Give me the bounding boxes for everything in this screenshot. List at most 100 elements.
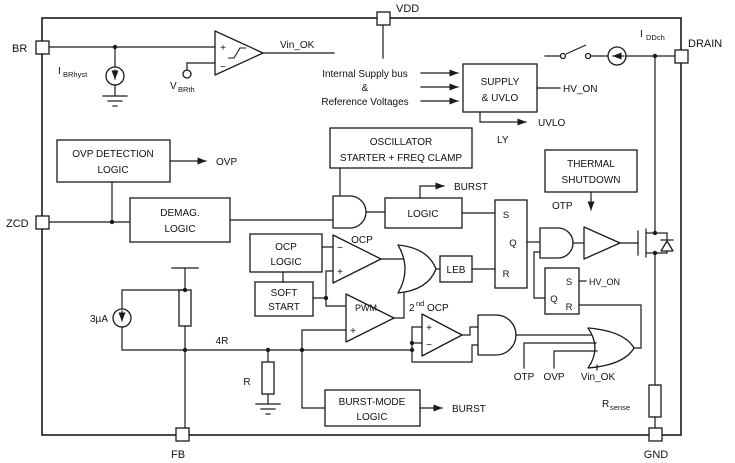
pin-zcd: [35, 215, 50, 230]
ocp-comp-minus: −: [337, 243, 343, 254]
hv-latch-block: [544, 267, 580, 315]
vbrth-label: V: [170, 81, 177, 92]
pin-drain: [674, 49, 689, 64]
ocp-logic-line1: OCP: [275, 242, 297, 253]
driver-section: S Q R HV_ON: [533, 226, 642, 349]
supply-uvlo-block: [462, 63, 538, 113]
pwm-comparator: [345, 293, 395, 343]
supply-uvlo-line1: SUPPLY: [481, 77, 520, 88]
rsense-label: R: [602, 399, 609, 410]
pin-vdd: [376, 11, 391, 26]
divider-resistor: [178, 289, 192, 327]
drain-charge-circuit: I DDch: [544, 29, 676, 234]
pin-label-br: BR: [12, 43, 27, 55]
or-input-ovp-label: OVP: [543, 372, 564, 383]
burst-bottom-label: BURST: [452, 404, 486, 415]
iddch-sub: DDch: [646, 33, 665, 42]
pin-label-fb: FB: [171, 449, 185, 461]
br-comp-plus: +: [220, 43, 226, 54]
vbrth-node: [182, 69, 192, 79]
oscillator-section: OSCILLATOR STARTER + FREQ CLAMP: [329, 127, 473, 197]
pwm-comp-plus: +: [350, 326, 356, 337]
thermal-line1: THERMAL: [567, 159, 615, 170]
demag-line1: DEMAG.: [160, 208, 199, 219]
ocp-logic-line2: LOGIC: [270, 257, 301, 268]
gate-and-gate: [539, 227, 574, 259]
hv-on-supply-label: HV_ON: [563, 84, 597, 95]
ocp-label: OCP: [351, 235, 373, 246]
otp-label: OTP: [552, 201, 573, 212]
demag-block: [129, 197, 231, 243]
br-comparator-circuit: + − Vin_OK I BRhyst V BRth: [47, 30, 335, 107]
3ua-label: 3µA: [90, 314, 108, 325]
vin-ok-label: Vin_OK: [280, 40, 315, 51]
ibrhyst-label: I: [58, 66, 61, 77]
hv-latch-r: R: [566, 302, 573, 313]
fault-and-gate: [477, 314, 517, 356]
rsense-sub: sense: [610, 403, 630, 412]
reset-or-gate: [397, 244, 437, 294]
rsense-section: R sense: [602, 384, 662, 429]
supply-bus-text-2: &: [362, 83, 369, 94]
thermal-shutdown-block: [544, 149, 638, 193]
br-comparator: [214, 30, 264, 76]
r-resistor: [261, 361, 275, 395]
hv-on-latch-label: HV_ON: [589, 277, 620, 287]
junction-dots: [109, 44, 658, 353]
second-ocp-text: OCP: [427, 303, 449, 314]
rsense-resistor: [648, 384, 662, 418]
pin-gnd: [648, 427, 663, 442]
second-ocp-plus: +: [426, 323, 432, 334]
pwm-section: PWM +: [301, 278, 405, 351]
ocp-logic-block: [249, 233, 323, 273]
reset-or-leb: LEB: [397, 244, 496, 294]
or-input-otp-label: OTP: [514, 372, 535, 383]
second-ocp-sup: nd: [416, 299, 424, 308]
logic-section: LOGIC BURST: [332, 182, 496, 229]
thermal-line2: SHUTDOWN: [562, 175, 621, 186]
burst-mode-section: BURST-MODE LOGIC BURST: [324, 389, 486, 427]
supply-bus-text-3: Reference Voltages: [321, 97, 408, 108]
ocp-comp-plus: +: [337, 267, 343, 278]
uvlo-label: UVLO: [538, 118, 565, 129]
soft-start-block: [254, 281, 314, 317]
main-latch-r: R: [503, 269, 510, 280]
oscillator-line2: STARTER + FREQ CLAMP: [340, 153, 462, 164]
br-comp-minus: −: [220, 62, 226, 73]
4r-label: 4R: [216, 336, 229, 347]
ovp-line2: LOGIC: [97, 165, 128, 176]
fb-network: 3µA 4R R: [90, 267, 413, 429]
thermal-shutdown-section: THERMAL SHUTDOWN OTP: [544, 149, 638, 212]
demag-and-gate: [332, 195, 367, 229]
burst-top-label: BURST: [454, 182, 488, 193]
main-latch: S Q R: [494, 199, 541, 289]
ground-symbol: [255, 403, 281, 415]
ovp-section: OVP DETECTION LOGIC OVP: [56, 139, 237, 183]
logic-label: LOGIC: [407, 209, 438, 220]
ly-text-fragment: LY: [497, 135, 509, 146]
oscillator-line1: OSCILLATOR: [370, 137, 432, 148]
burst-mode-block: [324, 389, 421, 427]
or-input-vinok-label: Vin_OK: [581, 372, 616, 383]
package-pins: VDD DRAIN BR ZCD FB GND: [6, 3, 722, 461]
burst-mode-line2: LOGIC: [356, 412, 387, 423]
hv-latch-q: Q: [550, 294, 557, 305]
main-latch-q: Q: [509, 238, 516, 249]
main-latch-block: [494, 199, 528, 289]
iddch-label: I: [640, 29, 643, 40]
second-ocp-num: 2: [409, 303, 415, 314]
main-latch-s: S: [503, 210, 509, 221]
ocp-section: OCP LOGIC SOFT START − + OCP: [249, 233, 405, 317]
switch-contact-left: [559, 52, 567, 60]
pin-label-gnd: GND: [644, 449, 669, 461]
supply-section: Internal Supply bus & Reference Voltages…: [321, 63, 597, 146]
vbrth-sub: BRth: [178, 85, 195, 94]
oscillator-block: [329, 127, 473, 169]
pwm-label: PWM: [355, 303, 377, 313]
zcd-demag-section: DEMAG. LOGIC: [47, 181, 334, 243]
second-ocp-section: 2 nd OCP + −: [409, 299, 595, 363]
second-ocp-minus: −: [426, 340, 432, 351]
ground-symbol: [102, 95, 128, 107]
